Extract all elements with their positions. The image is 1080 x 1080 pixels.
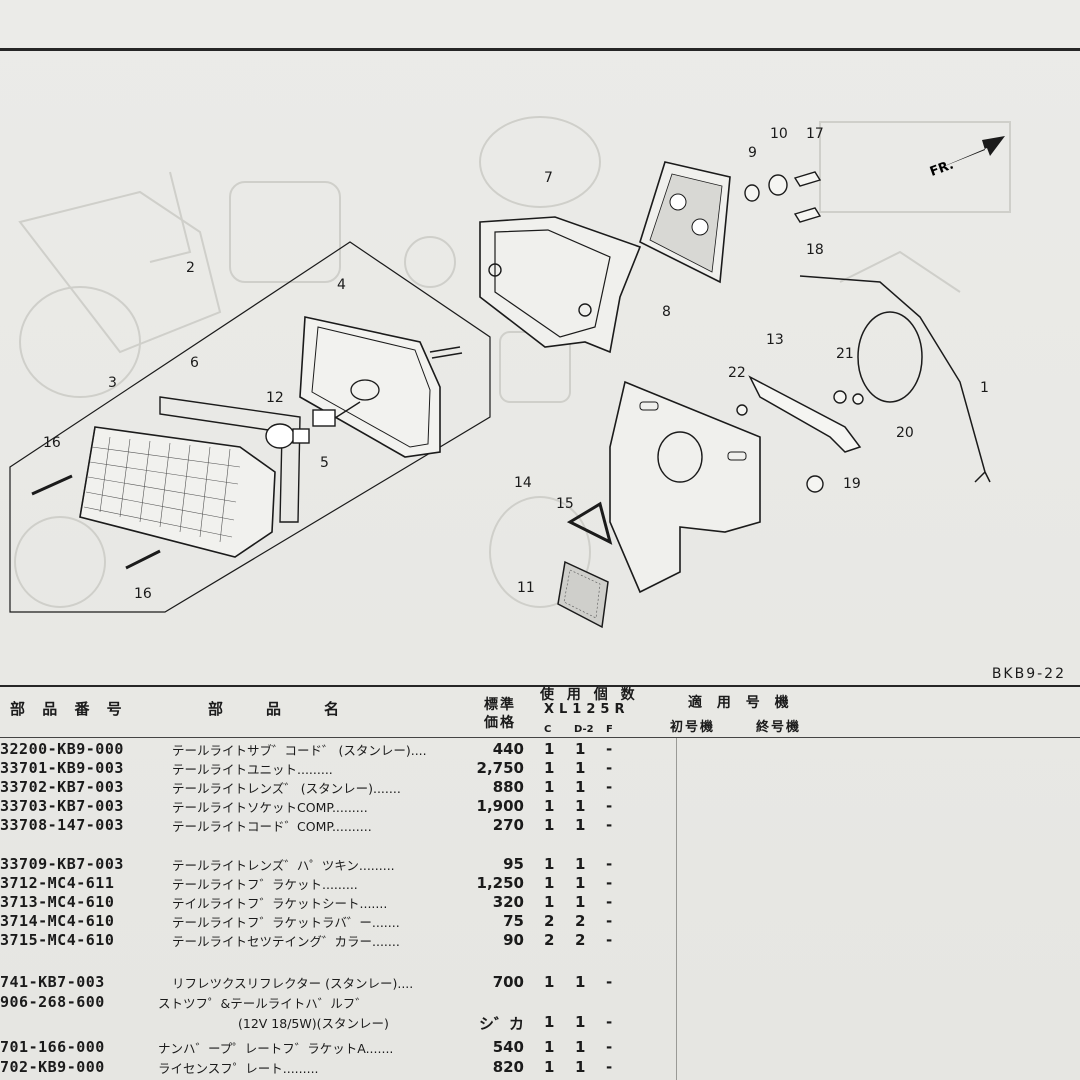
col-d2: D-2 <box>574 724 594 735</box>
fr-label: FR. <box>928 158 956 180</box>
callout-10: 10 <box>770 126 788 142</box>
callout-13: 13 <box>766 332 784 348</box>
callout-1: 1 <box>980 380 989 396</box>
triangle-sticker <box>566 501 613 545</box>
callout-numbers: 1 2 3 4 5 6 7 8 9 10 11 12 13 14 15 16 1… <box>43 126 989 602</box>
callout-5: 5 <box>320 455 329 471</box>
callout-3: 3 <box>108 375 117 391</box>
ghost-show-through <box>14 116 1011 608</box>
light-socket <box>299 316 463 458</box>
callout-12: 12 <box>266 390 284 406</box>
callout-2: 2 <box>186 260 195 276</box>
bulb-socket <box>312 401 361 427</box>
screws <box>31 474 161 570</box>
callout-21: 21 <box>836 346 854 362</box>
exploded-parts-diagram: FR. <box>9 116 1011 629</box>
col-price-2: 価格 <box>484 715 516 731</box>
callout-22: 22 <box>728 365 746 381</box>
tail-light-cord <box>799 275 991 483</box>
tail-lens <box>79 426 276 558</box>
tail-housing <box>479 216 642 354</box>
callout-6: 6 <box>190 355 199 371</box>
tail-bulb <box>265 423 310 449</box>
unit-bounding-box <box>9 241 491 613</box>
table-top-rule <box>0 685 1080 687</box>
col-part-no: 部 品 番 号 <box>10 700 128 718</box>
column-divider <box>676 738 677 1080</box>
col-last: 終号機 <box>756 720 802 735</box>
col-name: 部 品 名 <box>208 700 354 718</box>
number-plate-bracket <box>609 380 761 594</box>
figure-ref-code: BKB9-22 <box>991 666 1066 682</box>
callout-4: 4 <box>337 277 346 293</box>
callout-20: 20 <box>896 425 914 441</box>
reflex-reflector <box>557 560 609 629</box>
lens-gasket <box>159 396 301 523</box>
callout-11: 11 <box>517 580 535 596</box>
callout-9: 9 <box>748 145 757 161</box>
callout-14: 14 <box>514 475 532 491</box>
plate-bracket-a <box>748 375 862 453</box>
col-f: F <box>606 724 615 735</box>
callout-19: 19 <box>843 476 861 492</box>
bolt-hardware <box>736 171 864 493</box>
header-rule <box>0 737 1080 738</box>
callout-7: 7 <box>544 170 553 186</box>
col-price-1: 標準 <box>484 697 516 713</box>
front-direction-arrow: FR. <box>928 136 1005 180</box>
col-first: 初号機 <box>670 720 716 735</box>
callout-16a: 16 <box>43 435 61 451</box>
callout-18: 18 <box>806 242 824 258</box>
col-model: XL125R <box>544 702 630 717</box>
callout-15: 15 <box>556 496 574 512</box>
col-c: C <box>544 724 554 735</box>
bracket-seat <box>639 161 731 284</box>
callout-17: 17 <box>806 126 824 142</box>
top-rule <box>0 48 1080 51</box>
col-usage: 使 用 個 数 <box>540 687 639 703</box>
col-applicable: 適 用 号 機 <box>688 695 794 711</box>
callout-16b: 16 <box>134 586 152 602</box>
callout-8: 8 <box>662 304 671 320</box>
